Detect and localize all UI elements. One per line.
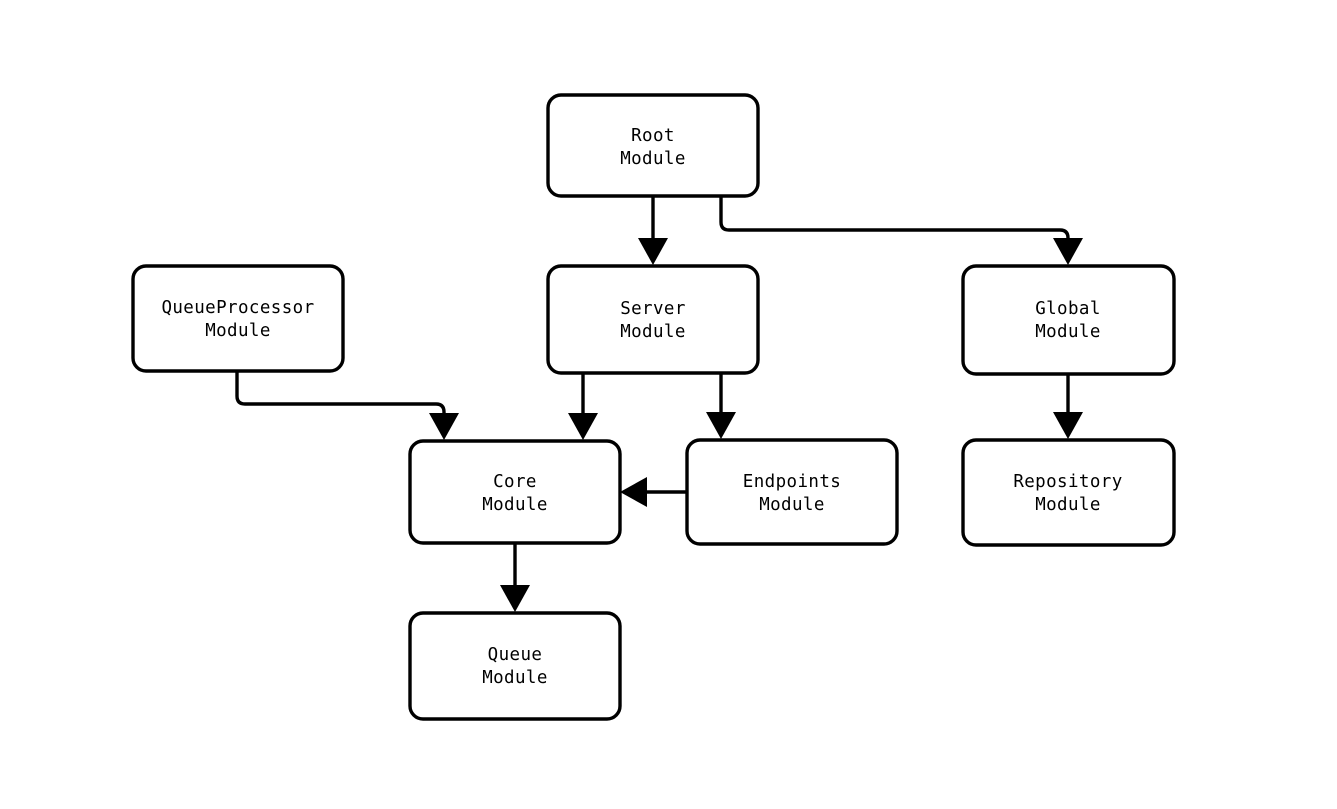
node-global-module[interactable]: Global Module [961,264,1176,376]
edge-server-to-core [568,373,598,440]
node-queueprocessor-module-label-line1: QueueProcessor [161,298,314,318]
node-endpoints-module-label-line2: Module [759,495,825,515]
node-repository-module-label-line1: Repository [1013,472,1122,492]
edge-server-to-endpoints-arrowhead [706,412,736,439]
node-root-module[interactable]: Root Module [546,93,760,198]
node-global-module-label-line1: Global [1035,299,1101,319]
edge-queueprocessor-to-core [235,371,459,440]
node-queue-module-label-line1: Queue [488,645,543,665]
node-global-module-label-line2: Module [1035,322,1101,342]
node-queueprocessor-module[interactable]: QueueProcessor Module [131,264,345,373]
node-core-module-box[interactable] [408,439,622,545]
edge-endpoints-to-core-arrowhead [620,477,647,507]
edge-root-to-server-arrowhead [638,238,668,265]
node-queueprocessor-module-box[interactable] [131,264,345,373]
node-endpoints-module-box[interactable] [685,438,899,546]
node-repository-module-label-line2: Module [1035,495,1101,515]
node-server-module-box[interactable] [546,264,760,375]
edge-server-to-endpoints [706,373,736,439]
edge-root-to-global [719,196,1083,265]
edge-root-to-global-line [719,196,1070,248]
node-queue-module-box[interactable] [408,611,622,721]
node-repository-module-box[interactable] [961,438,1176,547]
node-root-module-box[interactable] [546,93,760,198]
node-queue-module[interactable]: Queue Module [408,611,622,721]
edge-root-to-server [638,196,668,265]
node-layer: Root Module QueueProcessor Module Server… [131,93,1176,721]
edge-server-to-core-arrowhead [568,413,598,440]
node-server-module-label-line1: Server [620,299,686,319]
edge-root-to-global-arrowhead [1053,238,1083,265]
node-endpoints-module-label-line1: Endpoints [743,472,841,492]
edge-queueprocessor-to-core-arrowhead [429,413,459,440]
node-core-module[interactable]: Core Module [408,439,622,545]
node-core-module-label-line2: Module [482,495,548,515]
node-global-module-box[interactable] [961,264,1176,376]
edge-global-to-repository-arrowhead [1053,412,1083,439]
edge-queueprocessor-to-core-line [235,371,446,423]
edge-layer [235,196,1083,612]
edge-global-to-repository [1053,374,1083,439]
node-queueprocessor-module-label-line2: Module [205,321,271,341]
edge-core-to-queue [500,543,530,612]
node-root-module-label-line1: Root [631,126,675,146]
node-core-module-label-line1: Core [493,472,537,492]
node-server-module-label-line2: Module [620,322,686,342]
node-queue-module-label-line2: Module [482,668,548,688]
node-repository-module[interactable]: Repository Module [961,438,1176,547]
edge-core-to-queue-arrowhead [500,585,530,612]
node-root-module-label-line2: Module [620,149,686,169]
node-endpoints-module[interactable]: Endpoints Module [685,438,899,546]
edge-endpoints-to-core [620,477,687,507]
node-server-module[interactable]: Server Module [546,264,760,375]
